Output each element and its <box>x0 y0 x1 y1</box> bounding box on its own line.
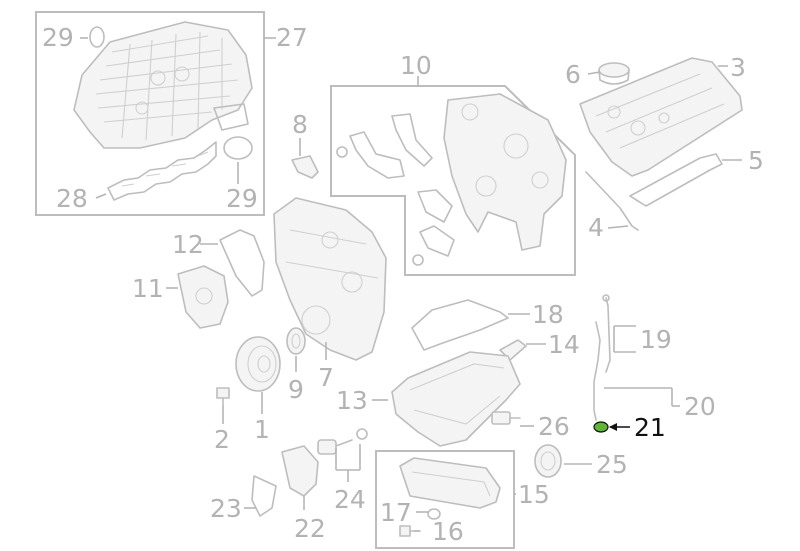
callout-1: 1 <box>254 415 270 444</box>
callout-24: 24 <box>334 485 366 514</box>
callout-20: 20 <box>684 392 716 421</box>
callout-16: 16 <box>432 517 464 546</box>
oil-sensor[interactable] <box>491 411 521 425</box>
callout-9: 9 <box>288 375 304 404</box>
callout-8: 8 <box>292 110 308 139</box>
callout-27: 27 <box>276 23 308 52</box>
gasket-29-lower[interactable] <box>223 136 253 160</box>
callout-29-lower: 29 <box>226 184 258 213</box>
callout-23: 23 <box>210 494 242 523</box>
callout-10: 10 <box>400 51 432 80</box>
callout-4: 4 <box>588 213 604 242</box>
oil-filler-cap[interactable] <box>598 62 630 85</box>
bracket[interactable] <box>291 155 319 179</box>
callout-18: 18 <box>532 300 564 329</box>
o-ring-highlighted[interactable] <box>593 421 609 433</box>
callout-5: 5 <box>748 146 764 175</box>
callout-13: 13 <box>336 386 368 415</box>
callout-15: 15 <box>518 480 550 509</box>
oil-pan-lower[interactable] <box>399 457 501 509</box>
callout-3: 3 <box>730 53 746 82</box>
valve-cover-gasket[interactable] <box>629 153 723 207</box>
leader-lines <box>80 37 742 532</box>
callout-21-highlighted[interactable]: 21 <box>634 413 666 442</box>
timing-chain-components[interactable] <box>336 93 567 266</box>
timing-cover-gasket[interactable] <box>219 229 265 297</box>
oil-strainer[interactable] <box>251 475 277 517</box>
timing-chain-group-box <box>330 85 576 276</box>
callout-17: 17 <box>380 498 412 527</box>
oil-filter[interactable] <box>534 444 562 478</box>
gasket-strip[interactable] <box>585 171 639 231</box>
oil-pump-pickup[interactable] <box>317 428 368 455</box>
oil-baffle[interactable] <box>411 299 509 351</box>
callout-22: 22 <box>294 514 326 543</box>
oil-pan-upper[interactable] <box>391 351 521 447</box>
callout-12: 12 <box>172 230 204 259</box>
callout-29-upper: 29 <box>42 23 74 52</box>
callout-labels: 29 27 28 29 10 6 3 8 5 4 12 11 18 14 19 … <box>42 23 764 546</box>
callout-26: 26 <box>538 412 570 441</box>
intake-gasket[interactable] <box>107 141 217 201</box>
pulley-bolt[interactable] <box>216 387 230 407</box>
leader-arrowheads <box>609 423 617 431</box>
callout-11: 11 <box>132 274 164 303</box>
callout-6: 6 <box>565 60 581 89</box>
callout-14: 14 <box>548 330 580 359</box>
callout-25: 25 <box>596 450 628 479</box>
oil-pan-lower-group-box <box>375 450 515 549</box>
callout-7: 7 <box>318 363 334 392</box>
oil-pump-housing[interactable] <box>281 445 319 497</box>
water-pump[interactable] <box>177 265 229 329</box>
callout-19: 19 <box>640 325 672 354</box>
front-timing-cover[interactable] <box>273 197 387 361</box>
drain-plug-washer[interactable] <box>427 508 441 520</box>
valve-cover[interactable] <box>579 57 743 177</box>
callout-2: 2 <box>214 425 230 454</box>
intake-manifold[interactable] <box>73 21 253 149</box>
intake-manifold-group-box <box>35 11 265 216</box>
crankshaft-seal[interactable] <box>286 327 306 355</box>
callout-28: 28 <box>56 184 88 213</box>
dipstick-tube[interactable] <box>593 321 601 421</box>
gasket-29-upper[interactable] <box>89 26 105 48</box>
crankshaft-pulley[interactable] <box>235 336 281 392</box>
oil-dipstick[interactable] <box>605 297 611 373</box>
